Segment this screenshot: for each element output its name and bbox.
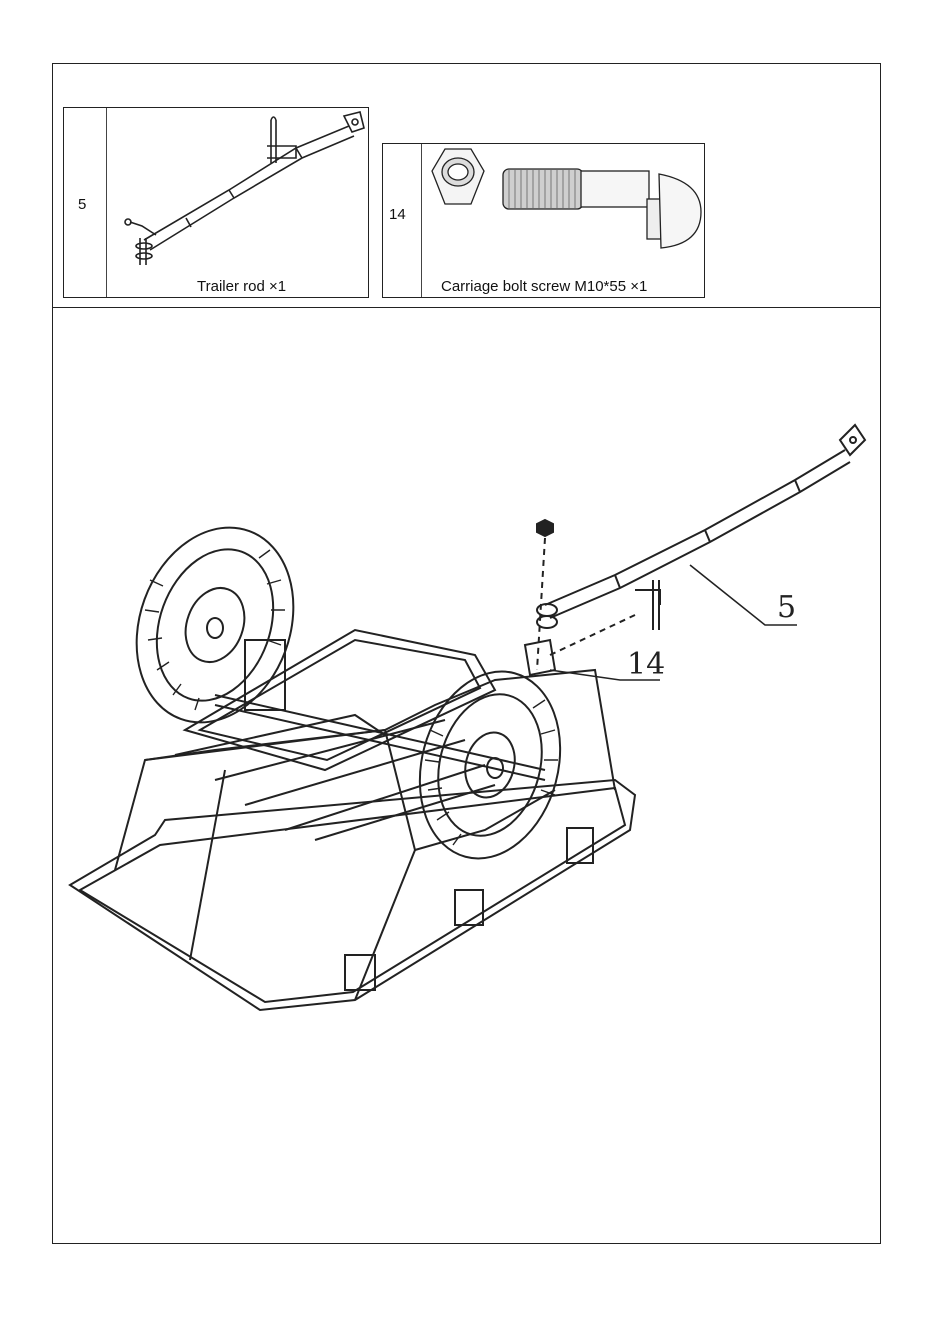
- trailer-rod-icon: [64, 108, 370, 299]
- section-divider: [52, 307, 881, 308]
- part-card-carriage-bolt: 14 Carriage bolt screw M10*55 ×1: [382, 143, 705, 298]
- cart-assembly-drawing: 5 14: [55, 310, 878, 1240]
- part-caption: Carriage bolt screw M10*55 ×1: [441, 278, 647, 295]
- part-caption: Trailer rod ×1: [197, 278, 286, 295]
- part-card-trailer-rod: 5 Trailer rod ×1: [63, 107, 369, 298]
- callout-label: 14: [627, 647, 665, 682]
- carriage-bolt-icon: [383, 144, 706, 299]
- callout-label: 5: [777, 590, 796, 625]
